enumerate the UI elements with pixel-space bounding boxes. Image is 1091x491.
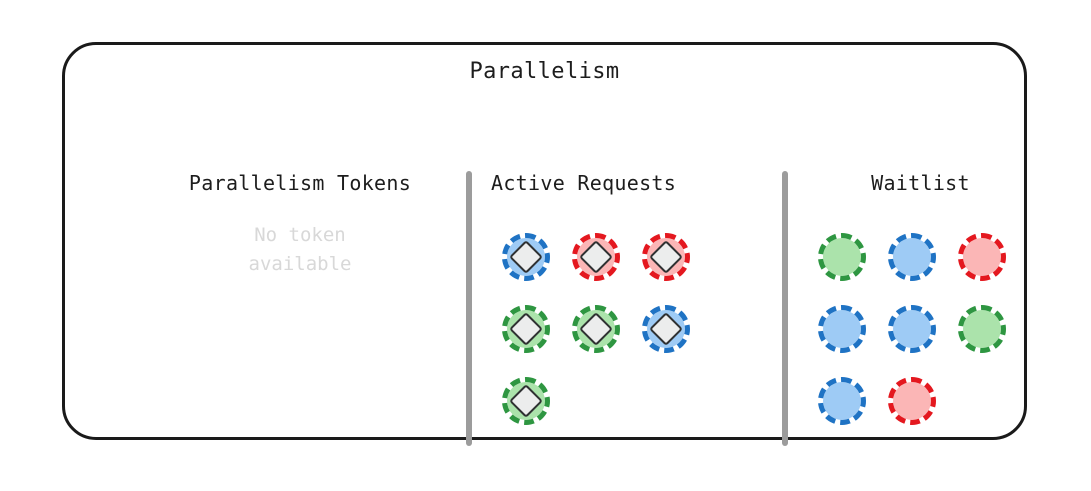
active-request-node-green[interactable] <box>502 377 550 425</box>
node-dashed-ring-icon <box>572 233 620 281</box>
node-dashed-ring-icon <box>818 305 866 353</box>
node-cell <box>491 293 561 365</box>
node-dashed-ring-icon <box>888 305 936 353</box>
node-dashed-ring-icon <box>502 233 550 281</box>
node-cell <box>877 221 947 293</box>
waitlist-node-red[interactable] <box>958 233 1006 281</box>
divider-active-waitlist <box>782 171 788 446</box>
active-request-node-green[interactable] <box>502 305 550 353</box>
node-cell <box>631 221 701 293</box>
node-dashed-ring-icon <box>888 233 936 281</box>
node-dashed-ring-icon <box>888 377 936 425</box>
column-waitlist: Waitlist <box>793 171 1088 437</box>
node-cell <box>561 221 631 293</box>
node-cell <box>561 293 631 365</box>
waitlist-grid <box>793 221 1037 437</box>
node-dashed-ring-icon <box>958 233 1006 281</box>
active-request-node-red[interactable] <box>642 233 690 281</box>
column-parallelism-tokens: Parallelism Tokens No token available <box>140 171 460 280</box>
node-dashed-ring-icon <box>818 377 866 425</box>
node-cell <box>491 365 561 437</box>
node-cell <box>947 293 1017 365</box>
divider-tokens-active <box>466 171 472 446</box>
waitlist-node-blue[interactable] <box>888 233 936 281</box>
node-dashed-ring-icon <box>502 305 550 353</box>
node-dashed-ring-icon <box>572 305 620 353</box>
node-cell <box>807 365 877 437</box>
waitlist-node-red[interactable] <box>888 377 936 425</box>
node-cell <box>807 221 877 293</box>
active-request-node-green[interactable] <box>572 305 620 353</box>
node-cell <box>877 365 947 437</box>
column-header-waitlist: Waitlist <box>871 171 970 195</box>
waitlist-node-blue[interactable] <box>818 377 866 425</box>
waitlist-node-blue[interactable] <box>888 305 936 353</box>
tokens-empty-line-1: No token <box>254 224 346 246</box>
waitlist-node-green[interactable] <box>958 305 1006 353</box>
page-title: Parallelism <box>469 59 620 84</box>
waitlist-node-blue[interactable] <box>818 305 866 353</box>
active-request-node-red[interactable] <box>572 233 620 281</box>
tokens-empty-line-2: available <box>248 253 352 276</box>
node-cell <box>491 221 561 293</box>
node-dashed-ring-icon <box>818 233 866 281</box>
node-dashed-ring-icon <box>502 377 550 425</box>
node-cell <box>877 293 947 365</box>
node-dashed-ring-icon <box>958 305 1006 353</box>
node-dashed-ring-icon <box>642 305 690 353</box>
node-cell <box>631 293 701 365</box>
node-dashed-ring-icon <box>642 233 690 281</box>
active-request-node-blue[interactable] <box>642 305 690 353</box>
active-request-node-blue[interactable] <box>502 233 550 281</box>
parallelism-card: Parallelism Parallelism Tokens No token … <box>62 42 1027 446</box>
node-cell <box>947 221 1017 293</box>
column-header-parallelism-tokens: Parallelism Tokens <box>188 171 412 195</box>
waitlist-node-green[interactable] <box>818 233 866 281</box>
column-header-active-requests: Active Requests <box>491 171 677 195</box>
active-requests-grid <box>477 221 721 437</box>
tokens-empty-state: No token available <box>140 221 460 280</box>
node-cell <box>807 293 877 365</box>
column-active-requests: Active Requests <box>477 171 777 437</box>
